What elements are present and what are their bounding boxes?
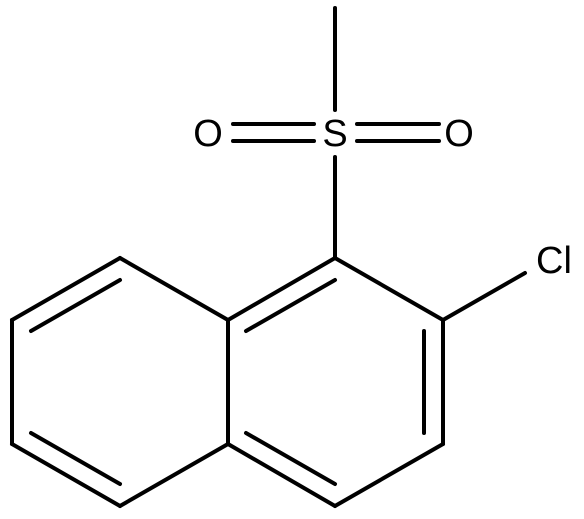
bond-c5-c4a (118, 442, 230, 508)
bond-c6-c5 (10, 442, 122, 508)
chlorine-label: Cl (536, 240, 572, 282)
sulfur-label: S (322, 113, 347, 155)
bond-c2-chlorine (441, 271, 527, 322)
bond-c4-c4a (226, 442, 337, 508)
oxygen-right-label: O (444, 113, 474, 155)
bond-c8-c7 (10, 256, 122, 322)
bond-c8a-c1-inner (244, 278, 337, 333)
bond-c8a-c1 (226, 256, 337, 322)
bond-c6-c5-inner (29, 431, 122, 486)
bond-c3-c4 (333, 442, 445, 508)
bond-c4-c4a-inner (244, 431, 337, 486)
oxygen-left-label: O (193, 113, 223, 155)
bond-c8-c7-inner (29, 278, 122, 333)
atom-labels: S O O Cl (193, 113, 572, 282)
bond-c1-c2 (333, 256, 445, 322)
bonds (10, 6, 527, 508)
bond-c8a-c8 (118, 256, 230, 322)
